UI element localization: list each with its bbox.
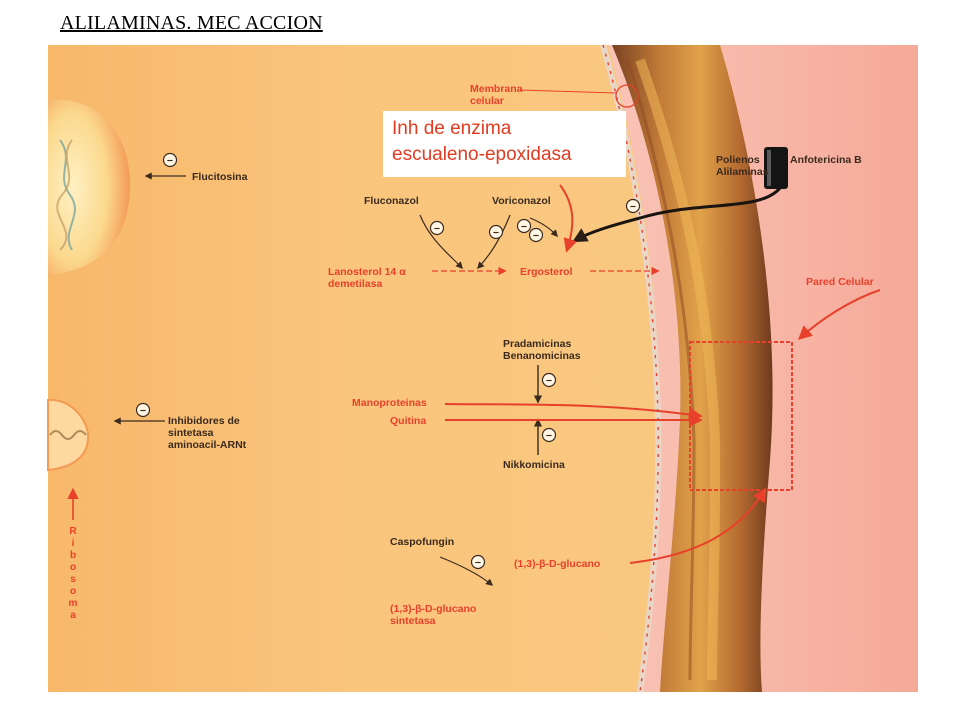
label-nikkomicina: Nikkomicina xyxy=(503,459,565,471)
ribosome-region xyxy=(47,398,90,472)
svg-text:−: − xyxy=(140,405,146,417)
svg-text:−: − xyxy=(475,557,481,569)
svg-text:−: − xyxy=(434,223,440,235)
inhibition-symbol-nikkomicina: − xyxy=(541,427,557,443)
nucleus-region xyxy=(48,99,130,276)
inhibition-symbol-voriconazol-1: − xyxy=(488,224,504,240)
inhibition-symbol-allylamine: − xyxy=(625,198,641,214)
svg-text:b: b xyxy=(70,550,76,561)
label-ergosterol: Ergosterol xyxy=(520,266,573,278)
callout-line-2: escualeno-epoxidasa xyxy=(392,144,572,165)
label-voriconazol: Voriconazol xyxy=(492,195,551,207)
label-pared-celular: Pared Celular xyxy=(806,276,874,288)
label-glucano-sintetasa-1: (1,3)-β-D-glucano xyxy=(390,603,476,615)
svg-text:−: − xyxy=(546,430,552,442)
label-inhibidores-1: Inhibidores de xyxy=(168,415,240,427)
label-glucano: (1,3)-β-D-glucano xyxy=(514,558,600,570)
svg-text:−: − xyxy=(533,230,539,242)
label-flucitosina: Flucitosina xyxy=(192,171,248,183)
svg-text:−: − xyxy=(167,155,173,167)
svg-text:−: − xyxy=(521,221,527,233)
inhibition-symbol-flucitosina: − xyxy=(162,152,178,168)
inhibition-symbol-ergosterol-side: − xyxy=(528,227,544,243)
label-glucano-sintetasa-2: sintetasa xyxy=(390,615,436,627)
label-pradamicinas: Pradamicinas xyxy=(503,338,571,350)
label-demetilasa: demetilasa xyxy=(328,278,382,290)
label-inhibidores-3: aminoacil-ARNt xyxy=(168,439,247,451)
label-ribosoma: R i b o s o m a xyxy=(69,526,78,621)
inhibition-symbol-pradamicinas: − xyxy=(541,372,557,388)
inhibition-symbol-fluconazol: − xyxy=(429,220,445,236)
svg-text:m: m xyxy=(69,598,78,609)
label-anfotericina: Anfotericina B xyxy=(790,154,862,166)
label-benanomicinas: Benanomicinas xyxy=(503,350,581,362)
membrane-marker xyxy=(615,84,639,108)
callout-box: Inh de enzima escualeno-epoxidasa xyxy=(383,111,626,177)
label-fluconazol: Fluconazol xyxy=(364,195,419,207)
svg-text:−: − xyxy=(493,227,499,239)
label-membrana: Membrana xyxy=(470,83,523,95)
svg-text:i: i xyxy=(72,538,75,549)
callout-line-1: Inh de enzima xyxy=(392,118,512,139)
label-quitina: Quitina xyxy=(390,415,426,427)
svg-text:o: o xyxy=(70,586,76,597)
slide-title: ALILAMINAS. MEC ACCION xyxy=(60,12,323,34)
label-inhibidores-2: sintetasa xyxy=(168,427,214,439)
label-alilaminas: Alilaminas xyxy=(716,166,769,178)
cell-wall-band xyxy=(612,45,773,692)
svg-text:a: a xyxy=(70,610,76,621)
label-lanosterol: Lanosterol 14 α xyxy=(328,266,406,278)
label-manoproteinas: Manoproteinas xyxy=(352,397,427,409)
inhibition-symbol-inhibidores: − xyxy=(135,402,151,418)
inhibition-symbol-voriconazol-2: − xyxy=(516,218,532,234)
svg-text:s: s xyxy=(70,574,76,585)
label-celular: celular xyxy=(470,95,504,107)
inhibition-symbol-caspofungin: − xyxy=(470,554,486,570)
svg-text:R: R xyxy=(69,526,77,537)
allylamine-inhibition-arrow xyxy=(572,186,782,243)
label-caspofungin: Caspofungin xyxy=(390,536,454,548)
label-polienos: Polienos xyxy=(716,154,760,166)
svg-text:−: − xyxy=(630,201,636,213)
svg-text:o: o xyxy=(70,562,76,573)
drug-vial-icon xyxy=(764,147,788,189)
cytoplasm-region xyxy=(48,45,661,692)
svg-text:−: − xyxy=(546,375,552,387)
